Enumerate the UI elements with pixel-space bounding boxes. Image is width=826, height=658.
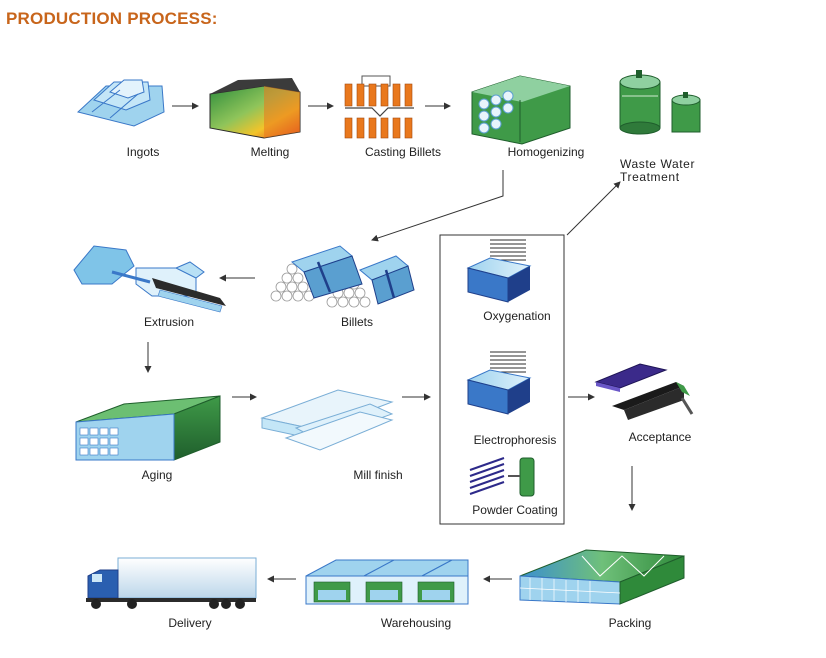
delivery-label: Delivery <box>168 616 212 630</box>
extrusion-label: Extrusion <box>143 315 195 329</box>
mill-finish-illustration <box>260 389 394 451</box>
arrow-treatment-waste-water <box>566 181 621 236</box>
arrow-homogenizing-billets <box>371 170 504 242</box>
page-title: PRODUCTION PROCESS: <box>6 9 218 28</box>
mill-finish-label: Mill finish <box>353 468 403 482</box>
extrusion-illustration <box>73 245 226 313</box>
oxygenation-illustration <box>466 239 532 303</box>
billets-label: Billets <box>340 315 374 329</box>
ingots-label: Ingots <box>126 145 160 159</box>
delivery-truck-illustration <box>86 557 257 609</box>
powder-coating-label: Powder Coating <box>472 503 558 517</box>
waste-water-tanks-illustration <box>619 70 701 135</box>
homogenizing-illustration <box>471 75 571 145</box>
homogenizing-label: Homogenizing <box>507 145 585 159</box>
surface-treatment-group-box <box>439 234 565 525</box>
casting-billets-label: Casting Billets <box>364 145 442 159</box>
oxygenation-label: Oxygenation <box>483 309 551 323</box>
packing-illustration <box>519 549 685 605</box>
warehousing-label: Warehousing <box>380 616 452 630</box>
acceptance-illustration <box>594 363 694 420</box>
electrophoresis-label: Electrophoresis <box>473 433 557 447</box>
acceptance-label: Acceptance <box>628 430 692 444</box>
billets-illustration <box>270 245 415 308</box>
ingots-illustration <box>76 79 165 127</box>
packing-label: Packing <box>608 616 652 630</box>
electrophoresis-illustration <box>466 351 532 415</box>
casting-billets-illustration <box>344 75 414 139</box>
powder-coating-illustration <box>469 457 535 497</box>
melting-label: Melting <box>250 145 290 159</box>
warehousing-illustration <box>305 559 469 605</box>
aging-illustration <box>75 395 221 461</box>
aging-label: Aging <box>141 468 173 482</box>
waste-water-treatment-label: Waste Water Treatment <box>620 157 696 184</box>
melting-illustration <box>209 78 301 139</box>
